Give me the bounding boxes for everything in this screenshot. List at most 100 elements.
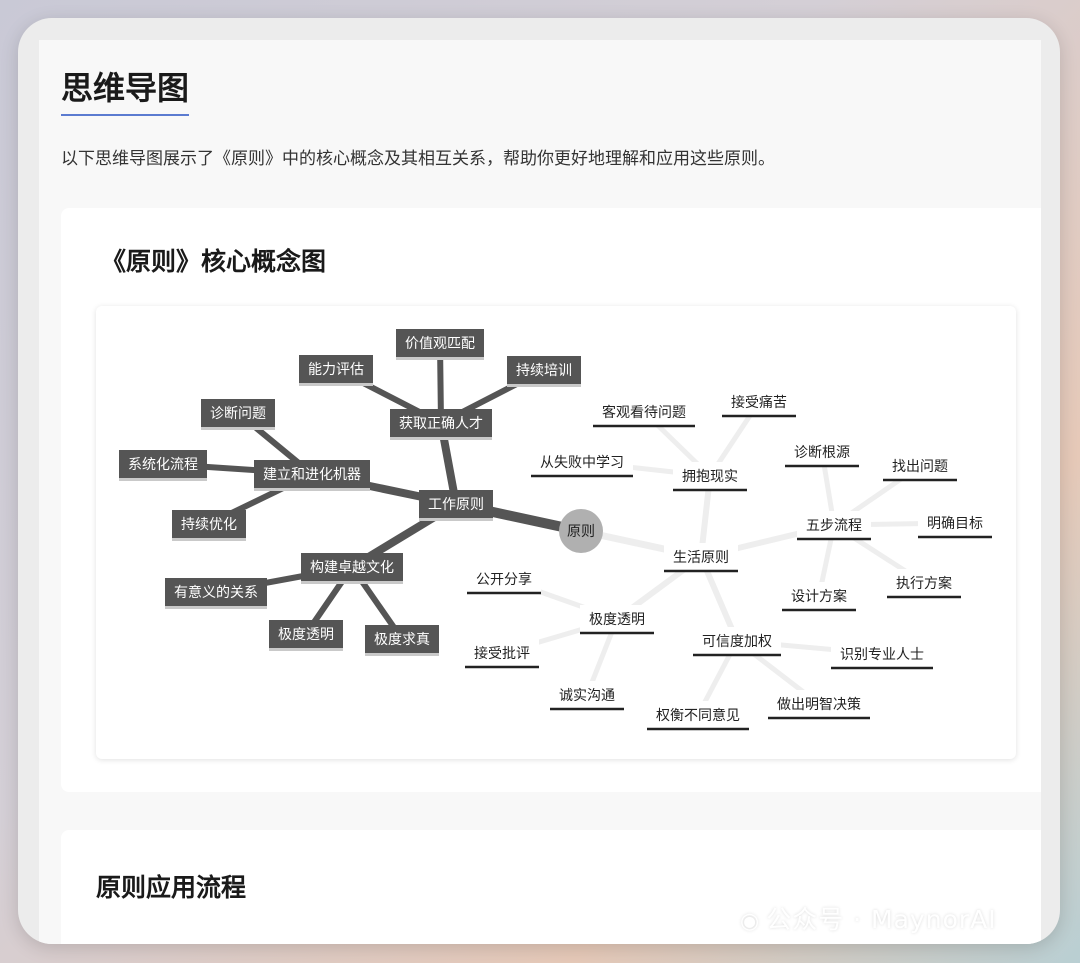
mindmap-branch-node-box	[664, 543, 738, 571]
mindmap-leaf-node-box	[165, 578, 267, 606]
mindmap-leaf-node-label: 客观看待问题	[602, 404, 686, 421]
mindmap-leaf-node[interactable]: 极度透明	[269, 620, 343, 651]
mindmap-leaf-node[interactable]: 诊断根源	[785, 438, 859, 468]
mindmap-leaf-node-box	[883, 452, 957, 480]
mindmap-leaf-node[interactable]: 系统化流程	[119, 450, 207, 481]
mindmap-leaf-node-label: 明确目标	[927, 516, 983, 532]
mindmap-topic-node-box	[254, 460, 370, 488]
mindmap-topic-node-box	[390, 409, 492, 437]
mindmap-leaf-node-label: 持续优化	[181, 516, 237, 533]
mindmap-leaf-node-box	[647, 701, 749, 729]
mindmap-topic-node-box	[797, 511, 871, 539]
mindmap-leaf-node[interactable]: 执行方案	[887, 569, 961, 599]
mindmap-topic-node-label: 极度透明	[589, 612, 645, 628]
mindmap-leaf-node[interactable]: 公开分享	[467, 565, 541, 595]
mindmap-topic-node-label: 五步流程	[806, 518, 862, 534]
mindmap-leaf-node-label: 能力评估	[308, 362, 364, 378]
mindmap-leaf-node-label: 极度求真	[374, 632, 430, 648]
mindmap-leaf-node[interactable]: 极度求真	[365, 625, 439, 656]
mindmap-leaf-node-label: 诊断根源	[794, 445, 850, 461]
mindmap-root-node[interactable]: 原则	[559, 509, 603, 553]
mindmap-leaf-node-label: 接受批评	[474, 645, 530, 662]
mindmap-topic-node-label: 拥抱现实	[682, 469, 738, 485]
mindmap-topic-node-label: 可信度加权	[702, 634, 772, 650]
mindmap-leaf-node-box	[768, 690, 870, 718]
mindmap-leaf-node-box	[201, 399, 275, 427]
mindmap-section: 《原则》核心概念图 工作原则 获取正确人才 能力评估 价值观匹配持续培训建立和进化机器…	[61, 208, 1041, 792]
mindmap-branch-node-label: 工作原则	[428, 497, 484, 513]
mindmap-leaf-node-box	[465, 639, 539, 667]
mindmap-root-circle	[559, 509, 603, 553]
mindmap-leaf-node-box	[365, 625, 439, 653]
mindmap-leaf-node[interactable]: 持续优化	[172, 510, 246, 541]
mindmap-leaf-node-label: 系统化流程	[128, 457, 198, 473]
mindmap-topic-node-box	[693, 627, 781, 655]
mindmap-leaf-node-box	[467, 565, 541, 593]
mindmap-topic-node-label: 构建卓越文化	[310, 560, 394, 576]
mindmap-topic-node[interactable]: 极度透明	[580, 605, 654, 635]
mindmap-leaf-node[interactable]: 从失败中学习	[531, 448, 633, 478]
mindmap-topic-node[interactable]: 建立和进化机器	[254, 460, 370, 491]
mindmap-topic-node-label: 获取正确人才	[399, 416, 483, 432]
mindmap-leaf-node-label: 找出问题	[892, 459, 948, 475]
mindmap-leaf-node[interactable]: 有意义的关系	[165, 578, 267, 609]
mindmap-section-title: 《原则》核心概念图	[101, 247, 327, 276]
mindmap-leaf-node[interactable]: 设计方案	[782, 582, 856, 612]
watermark: ◉公众号 · MaynorAI	[740, 900, 997, 936]
mindmap-leaf-node[interactable]: 客观看待问题	[593, 398, 695, 428]
mindmap-leaf-node-label: 诊断问题	[210, 406, 266, 422]
wechat-icon: ◉	[740, 909, 761, 934]
mindmap-leaf-node[interactable]: 识别专业人士	[831, 640, 933, 670]
mindmap-leaf-node-label: 接受痛苦	[731, 394, 787, 411]
mindmap-topic-node[interactable]: 拥抱现实	[673, 462, 747, 492]
mindmap-topic-node-label: 建立和进化机器	[263, 467, 361, 483]
mindmap-leaf-node-label: 权衡不同意见	[656, 707, 740, 724]
mindmap-leaf-node-label: 有意义的关系	[174, 584, 258, 601]
mindmap-leaf-node-box	[299, 355, 373, 383]
mindmap-leaf-node-box	[531, 448, 633, 476]
mindmap-leaf-node-label: 诚实沟通	[559, 688, 615, 704]
mindmap-leaf-node[interactable]: 持续培训	[507, 356, 581, 387]
page-title: 思维导图	[61, 66, 190, 116]
mindmap-leaf-node[interactable]: 明确目标	[918, 509, 992, 539]
mindmap-leaf-node-label: 做出明智决策	[777, 696, 861, 713]
mindmap-topic-node-box	[580, 605, 654, 633]
mindmap-leaf-node-label: 设计方案	[791, 588, 847, 605]
mindmap-leaf-node[interactable]: 做出明智决策	[768, 690, 870, 720]
mindmap-leaf-node-box	[507, 356, 581, 384]
flow-section-title: 原则应用流程	[96, 873, 247, 902]
mindmap-leaf-node[interactable]: 权衡不同意见	[647, 701, 749, 731]
mindmap-leaf-node[interactable]: 接受批评	[465, 639, 539, 669]
mindmap-leaf-node[interactable]: 诊断问题	[201, 399, 275, 430]
mindmap-leaf-node[interactable]: 找出问题	[883, 452, 957, 482]
mindmap-leaf-node-box	[831, 640, 933, 668]
mindmap-leaf-node[interactable]: 价值观匹配	[396, 329, 484, 360]
mindmap-leaf-node-box	[119, 450, 207, 478]
watermark-text: 公众号 · MaynorAI	[766, 905, 997, 934]
intro-paragraph: 以下思维导图展示了《原则》中的核心概念及其相互关系，帮助你更好地理解和应用这些原…	[61, 149, 775, 169]
mindmap-branch-node[interactable]: 工作原则	[419, 490, 493, 521]
flow-section: 原则应用流程	[61, 830, 1041, 944]
mindmap-leaf-node-box	[269, 620, 343, 648]
mindmap-leaf-node-box	[722, 388, 796, 416]
mindmap-leaf-node-label: 公开分享	[476, 571, 532, 588]
mindmap-leaf-node[interactable]: 能力评估	[299, 355, 373, 386]
mindmap-leaf-node[interactable]: 诚实沟通	[550, 681, 624, 711]
mindmap-leaf-node-label: 执行方案	[896, 575, 952, 592]
mindmap-topic-node[interactable]: 五步流程	[797, 511, 871, 541]
mindmap-leaf-node-label: 识别专业人士	[840, 647, 924, 663]
mindmap-branch-node-label: 生活原则	[673, 550, 729, 566]
mindmap-branch-node[interactable]: 生活原则	[664, 543, 738, 573]
screenshot-frame: 思维导图 以下思维导图展示了《原则》中的核心概念及其相互关系，帮助你更好地理解和…	[18, 18, 1060, 944]
mindmap-leaf-node-box	[396, 329, 484, 357]
mindmap-topic-node[interactable]: 构建卓越文化	[301, 553, 403, 584]
mindmap-topic-node[interactable]: 获取正确人才	[390, 409, 492, 440]
mindmap-topic-node-box	[301, 553, 403, 581]
mindmap-container[interactable]: 工作原则 获取正确人才 能力评估 价值观匹配持续培训建立和进化机器 诊断问题系统化流程持…	[96, 306, 1016, 759]
mindmap-topic-node-box	[673, 462, 747, 490]
mindmap-leaf-node-label: 持续培训	[516, 362, 572, 379]
mindmap-topic-node[interactable]: 可信度加权	[693, 627, 781, 657]
mindmap-leaf-node[interactable]: 接受痛苦	[722, 388, 796, 418]
mindmap-leaf-node-box	[172, 510, 246, 538]
